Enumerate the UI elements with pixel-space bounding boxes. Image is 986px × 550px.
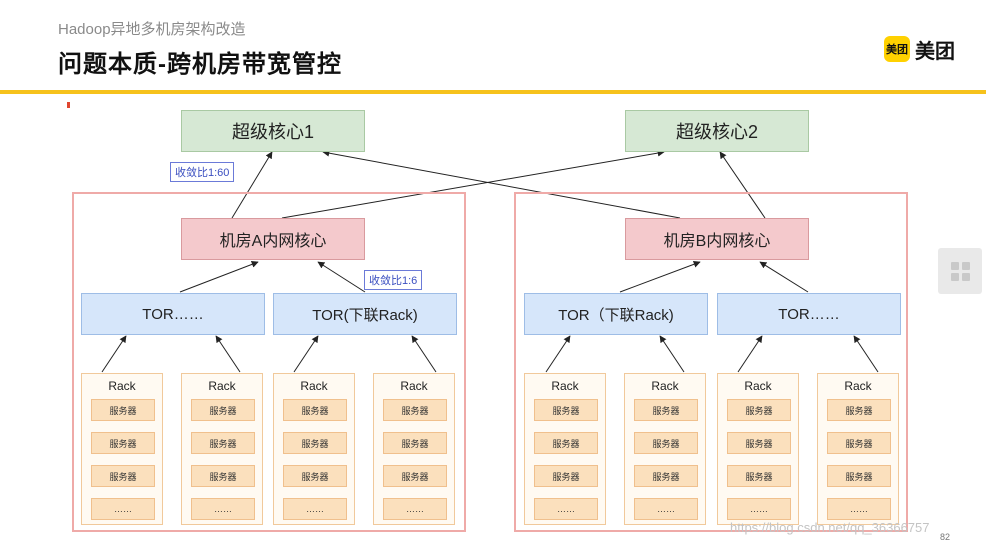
rack-label: Rack [108,379,136,393]
campus-a-frame [72,192,466,532]
link-rack8 [853,335,879,373]
tor-switch-2: TOR(下联Rack) [273,293,457,335]
rack-label: Rack [400,379,428,393]
server-ellipsis: …… [827,498,891,520]
meituan-logo: 美团 美团 [884,36,955,63]
campus-b-core: 机房B内网核心 [625,218,809,260]
server-ellipsis: …… [191,498,255,520]
ratio-label-1-60: 收敛比1:60 [170,162,235,182]
server: 服务器 [827,399,891,421]
rack-label: Rack [300,379,328,393]
red-marker [67,102,70,108]
link-rack1 [101,335,127,373]
rack-label: Rack [551,379,579,393]
rack-label: Rack [744,379,772,393]
server: 服务器 [727,399,791,421]
server: 服务器 [383,432,447,454]
server: 服务器 [91,432,155,454]
rack-label: Rack [651,379,679,393]
server: 服务器 [727,432,791,454]
link-a-core1 [231,151,273,219]
server: 服务器 [534,465,598,487]
server: 服务器 [634,432,698,454]
link-rack4 [411,335,437,373]
server: 服务器 [383,465,447,487]
server: 服务器 [191,432,255,454]
server-ellipsis: …… [383,498,447,520]
campus-b-frame [514,192,908,532]
server-ellipsis: …… [634,498,698,520]
server-ellipsis: …… [727,498,791,520]
server-ellipsis: …… [283,498,347,520]
server: 服务器 [827,432,891,454]
link-rack6 [659,335,685,373]
link-a-core2 [281,149,665,219]
link-rack7 [737,335,763,373]
tor-switch-3: TOR（下联Rack) [524,293,708,335]
side-panel-button[interactable] [938,248,982,294]
server: 服务器 [283,432,347,454]
link-rack3 [293,335,319,373]
server: 服务器 [191,399,255,421]
link-tor1-a [179,260,259,293]
link-b-core2 [719,151,766,219]
link-rack5 [545,335,571,373]
server: 服务器 [534,399,598,421]
server-ellipsis: …… [534,498,598,520]
server: 服务器 [283,399,347,421]
accent-bar [0,90,986,94]
link-tor2-a [317,261,366,293]
link-tor3-b [619,260,701,293]
slide-title: 问题本质-跨机房带宽管控 [58,51,342,78]
link-rack2 [215,335,241,373]
super-core-1: 超级核心1 [181,110,365,152]
grid-icon [950,261,970,281]
logo-badge: 美团 [884,36,910,62]
slide-subtitle: Hadoop异地多机房架构改造 [58,21,246,38]
server: 服务器 [91,399,155,421]
page-number: 82 [940,532,951,542]
tor-switch-1: TOR…… [81,293,265,335]
server: 服务器 [634,465,698,487]
server: 服务器 [283,465,347,487]
server: 服务器 [534,432,598,454]
server: 服务器 [827,465,891,487]
tor-switch-4: TOR…… [717,293,901,335]
rack-label: Rack [844,379,872,393]
server-ellipsis: …… [91,498,155,520]
logo-text: 美团 [915,40,955,63]
rack-label: Rack [208,379,236,393]
server: 服务器 [383,399,447,421]
watermark-url: https://blog.csdn.net/qq_36366757 [730,520,930,535]
server: 服务器 [634,399,698,421]
ratio-label-1-6: 收敛比1:6 [364,270,423,290]
server: 服务器 [727,465,791,487]
super-core-2: 超级核心2 [625,110,809,152]
link-tor4-b [759,261,809,293]
server: 服务器 [191,465,255,487]
link-b-core1 [322,149,681,219]
campus-a-core: 机房A内网核心 [181,218,365,260]
server: 服务器 [91,465,155,487]
